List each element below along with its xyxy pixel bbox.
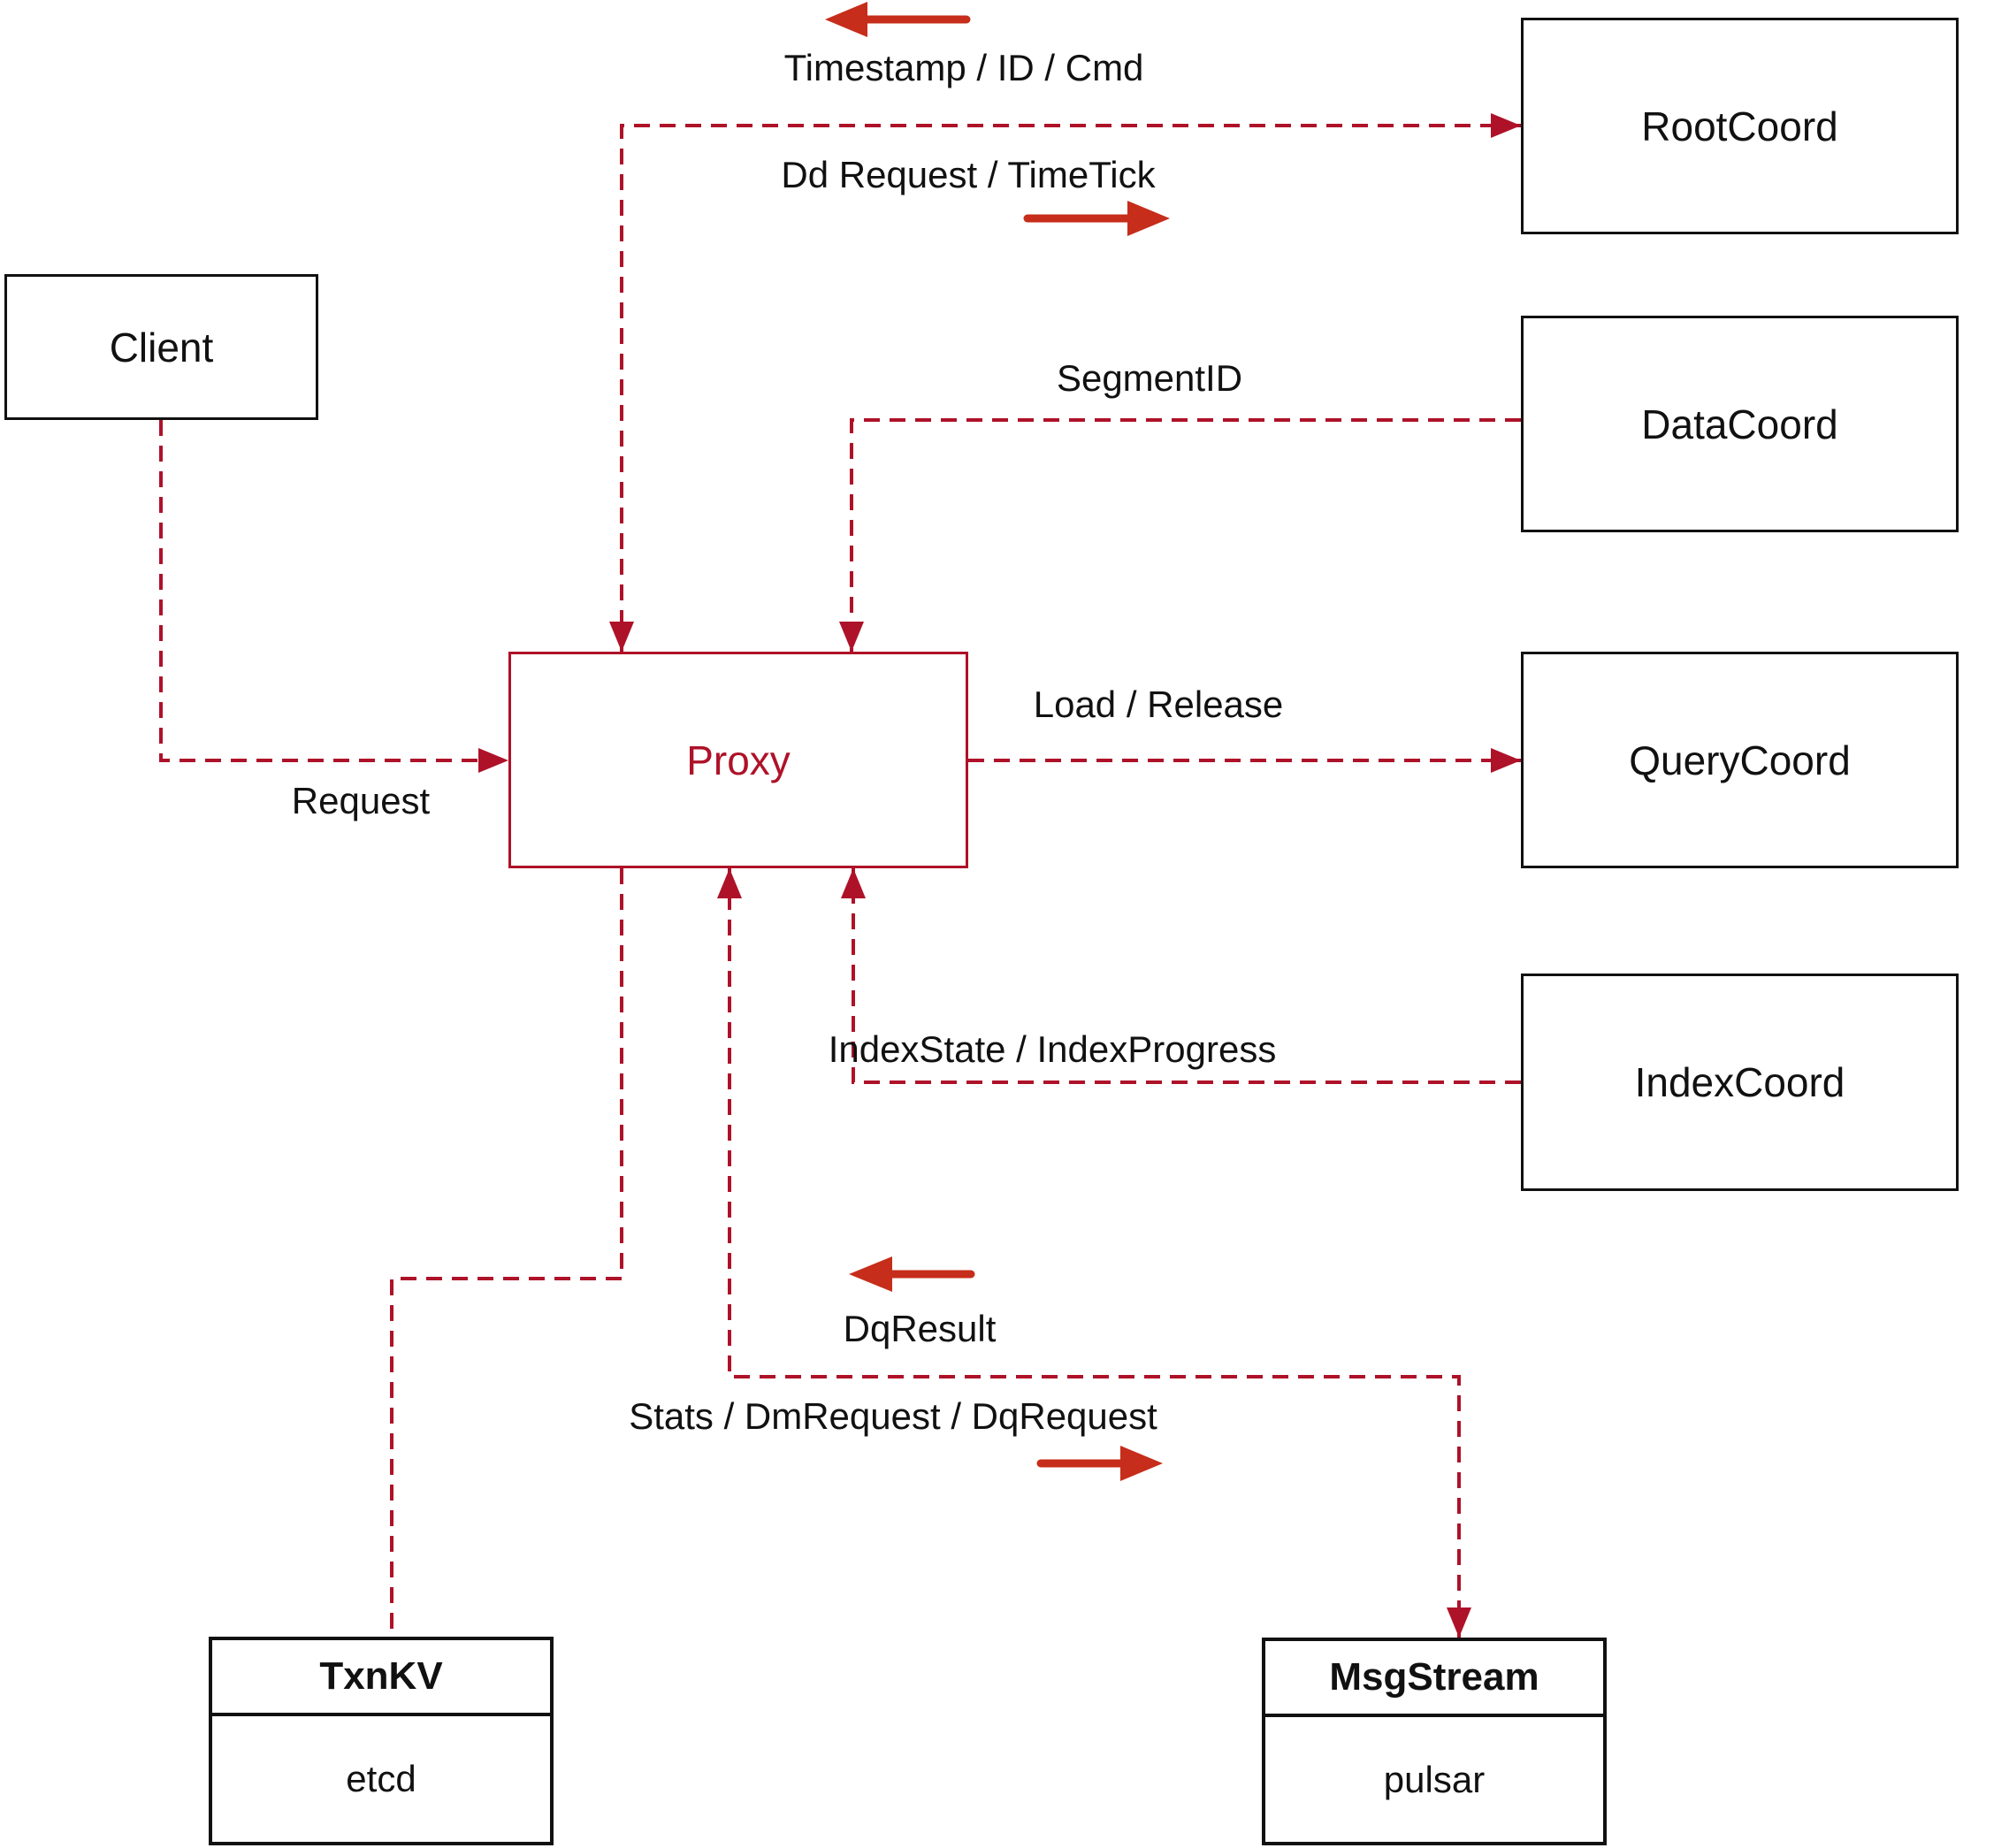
edge-proxy-txnkv — [390, 868, 623, 1637]
arrowhead-segment-into-proxy-top — [839, 622, 864, 652]
node-msgstream-impl: pulsar — [1383, 1758, 1486, 1800]
direction-arrowhead-right-ddrequest — [1127, 201, 1170, 236]
node-datacoord-label: DataCoord — [1641, 401, 1838, 447]
node-client-label: Client — [109, 324, 214, 370]
arrowhead-into-rootcoord — [1491, 113, 1521, 138]
edge-indexcoord-proxy — [852, 868, 1521, 1084]
arrowhead-into-querycoord — [1491, 748, 1521, 773]
arrowhead-into-msgstream — [1447, 1607, 1471, 1638]
direction-arrowhead-left-dqresult — [849, 1256, 892, 1292]
node-rootcoord-label: RootCoord — [1641, 103, 1838, 149]
arrowhead-request-into-proxy-left — [478, 748, 508, 773]
edge-label-dqresult: DqResult — [843, 1308, 997, 1349]
edge-label-request: Request — [291, 780, 431, 821]
node-querycoord: QueryCoord — [1521, 652, 1959, 868]
arrowhead-msg-into-proxy-bottom — [717, 868, 742, 898]
edge-label-load-release: Load / Release — [1033, 683, 1284, 725]
edge-label-indexstate-indexprogress: IndexState / IndexProgress — [828, 1028, 1277, 1070]
edge-label-timestamp-id-cmd: Timestamp / ID / Cmd — [783, 47, 1144, 88]
node-rootcoord: RootCoord — [1521, 18, 1959, 234]
node-msgstream: MsgStream pulsar — [1262, 1638, 1607, 1845]
edge-proxy-msgstream — [728, 868, 1461, 1638]
edge-label-segmentid: SegmentID — [1056, 357, 1243, 399]
node-txnkv: TxnKV etcd — [209, 1637, 554, 1845]
node-proxy-label: Proxy — [686, 737, 791, 783]
node-msgstream-title: MsgStream — [1265, 1641, 1603, 1717]
edge-client-proxy — [159, 420, 508, 762]
edge-proxy-rootcoord — [620, 124, 1521, 652]
direction-arrowhead-right-stats — [1120, 1446, 1163, 1481]
edge-label-dd-request-timetick: Dd Request / TimeTick — [781, 154, 1156, 195]
direction-arrowhead-left-timestamp — [825, 2, 867, 37]
node-datacoord: DataCoord — [1521, 316, 1959, 532]
node-txnkv-impl: etcd — [346, 1758, 416, 1799]
arrowhead-index-into-proxy-bottom — [841, 868, 866, 898]
node-client: Client — [4, 274, 318, 420]
node-querycoord-label: QueryCoord — [1629, 737, 1851, 783]
node-indexcoord-label: IndexCoord — [1634, 1059, 1845, 1105]
edge-datacoord-proxy — [850, 418, 1521, 652]
node-proxy: Proxy — [508, 652, 968, 868]
node-txnkv-title: TxnKV — [212, 1640, 550, 1716]
arrowhead-root-into-proxy-top — [609, 622, 634, 652]
edge-label-stats-dmrequest-dqrequest: Stats / DmRequest / DqRequest — [629, 1395, 1157, 1437]
node-indexcoord: IndexCoord — [1521, 974, 1959, 1191]
